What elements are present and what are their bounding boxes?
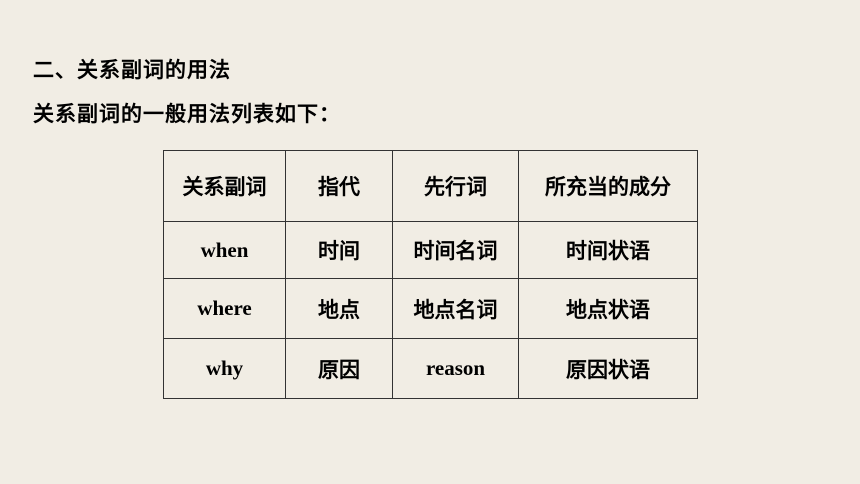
header-cell-antecedent: 先行词: [392, 150, 519, 222]
cell-antecedent: reason: [392, 338, 519, 399]
table-row: where 地点 地点名词 地点状语: [163, 278, 698, 339]
cell-function: 地点状语: [518, 278, 698, 339]
cell-relative-adverb: why: [163, 338, 286, 399]
cell-function: 时间状语: [518, 221, 698, 279]
cell-refers-to: 原因: [285, 338, 393, 399]
section-intro: 关系副词的一般用法列表如下：: [33, 102, 341, 126]
cell-relative-adverb: where: [163, 278, 286, 339]
cell-function: 原因状语: [518, 338, 698, 399]
cell-antecedent: 时间名词: [392, 221, 519, 279]
header-cell-function: 所充当的成分: [518, 150, 698, 222]
cell-antecedent: 地点名词: [392, 278, 519, 339]
cell-relative-adverb: when: [163, 221, 286, 279]
cell-refers-to: 地点: [285, 278, 393, 339]
table-row: why 原因 reason 原因状语: [163, 338, 698, 399]
cell-refers-to: 时间: [285, 221, 393, 279]
table-row: when 时间 时间名词 时间状语: [163, 221, 698, 279]
header-cell-refers-to: 指代: [285, 150, 393, 222]
section-title: 二、关系副词的用法: [33, 58, 231, 82]
header-cell-relative-adverb: 关系副词: [163, 150, 286, 222]
relative-adverb-table: 关系副词 指代 先行词 所充当的成分 when 时间 时间名词 时间状语 whe…: [163, 150, 698, 399]
table-header-row: 关系副词 指代 先行词 所充当的成分: [163, 150, 698, 222]
